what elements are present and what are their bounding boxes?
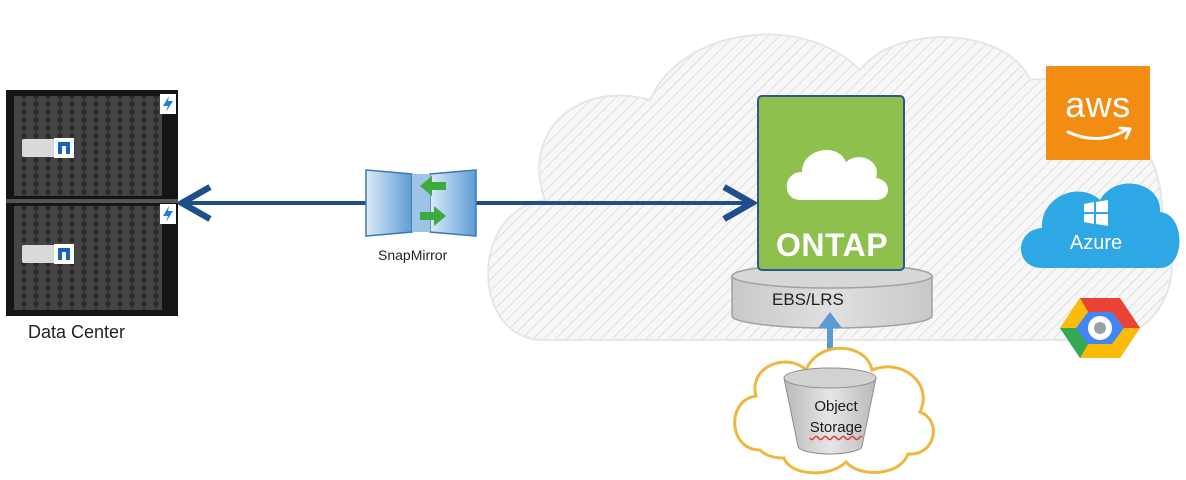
netapp-logo-icon	[54, 138, 74, 158]
ebs-lrs-label: EBS/LRS	[772, 290, 844, 309]
ontap-label: ONTAP	[775, 227, 889, 263]
snapmirror-icon	[365, 169, 477, 237]
object-storage-label-line1: Object	[814, 398, 858, 415]
snapmirror-label: SnapMirror	[378, 247, 448, 263]
power-bolt-icon	[160, 204, 176, 224]
server-rack-icon	[6, 90, 178, 316]
data-center-label: Data Center	[28, 322, 126, 342]
google-cloud-logo-icon	[1060, 298, 1140, 358]
storage-bucket-icon	[783, 367, 877, 455]
power-bolt-icon	[160, 94, 176, 114]
netapp-logo-icon	[54, 244, 74, 264]
cloud-icon	[786, 149, 888, 200]
object-storage-label-line2: Storage	[809, 419, 863, 436]
ontap-box	[757, 95, 905, 271]
windows-icon	[1084, 200, 1108, 226]
azure-label: Azure	[1069, 232, 1123, 254]
azure-logo-icon	[1021, 183, 1180, 268]
object-storage-label: Object Storage	[796, 396, 876, 438]
aws-label: aws	[1065, 84, 1131, 125]
aws-logo-icon	[1046, 66, 1150, 160]
